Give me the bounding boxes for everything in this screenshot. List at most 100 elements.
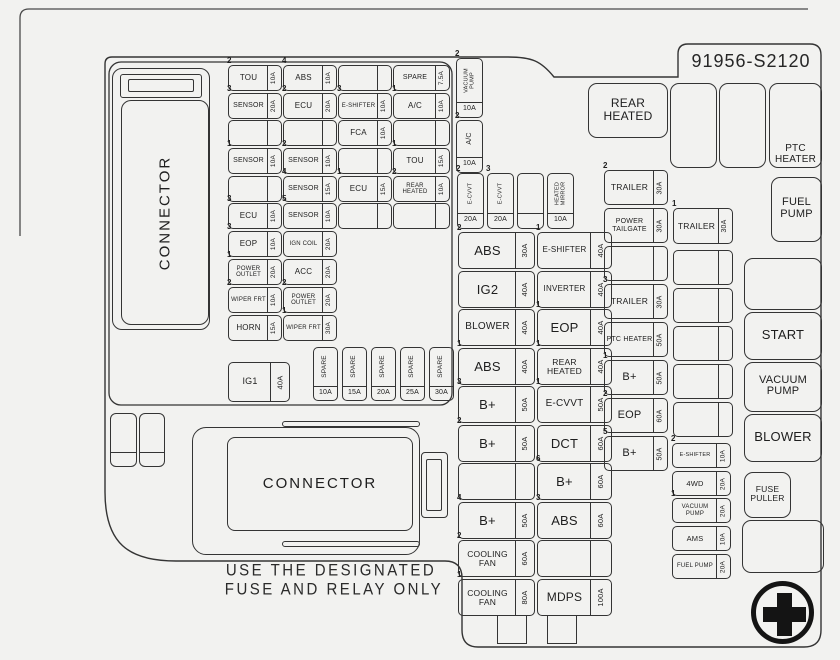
connector-bottom-latch [421,452,448,518]
fuse-label: TRAILER [677,220,716,231]
fuse-label: BLOWER [754,429,812,445]
fuse-amp: 10A [324,71,332,85]
vertical-text-wrap: 50A [515,426,534,461]
fuse-amp: SPARE [437,355,445,378]
fuse-label: SENSOR [288,157,319,165]
vertical-text-wrap: 7.5A [435,66,449,90]
fuse-label: ABS [551,512,578,528]
outer-boundary [104,43,822,648]
fuse-empty [338,203,392,229]
fuse-number-marker: 2 [456,164,461,173]
fuse-empty [673,250,733,285]
fuse-label: FUSE PULLER [750,484,785,503]
vertical-text-wrap: 10A [267,204,281,228]
fuse-amp: SPARE [350,355,358,378]
fuse-label: BLOWER [465,321,510,333]
fuse-number-marker: 2 [603,389,608,398]
warning-line-2: FUSE AND RELAY ONLY [224,579,444,600]
vertical-text-wrap: 10A [267,232,281,256]
fuse-label: POWER OUTLET [236,265,261,278]
vertical-text-wrap: 20A [322,260,336,284]
fuse-amp: 10A [379,99,387,113]
fuse-label: B+ [479,512,496,528]
fuse-amp: 7.5A [437,70,445,86]
fuse-number-marker: 1 [536,377,541,386]
fuse-number-marker: 3 [227,222,232,231]
connector-bottom-outer [192,427,420,555]
fuse-amp: 30A [324,321,332,335]
fuse-bplus: B+ 50A 4 [457,494,535,539]
fuse-number-marker: 3 [603,275,608,284]
fuse-ign-coil: IGN COIL 20A [283,231,337,257]
fuse-label: B+ [479,396,496,412]
fuse-amp: 20A [324,237,332,251]
fuse-amp: 20A [718,477,726,490]
fuse-empty [517,173,544,229]
connector-bottom-top-trim [282,421,420,427]
fuse-label: IG2 [476,281,499,297]
fuse-amp: 80A [519,590,529,605]
fuse-empty [537,540,612,577]
connector-top-outer [112,68,210,330]
vertical-text-wrap: 30A [515,233,534,268]
fuse-label: IGN COIL [289,240,318,247]
fuse-label: FUEL PUMP [780,196,813,220]
vertical-text-wrap: 30A [718,209,732,243]
fuse-label: TRAILER [610,296,649,307]
vertical-text-wrap: 15A [267,316,281,340]
small-box-right [139,413,165,467]
fuse-label: B+ [479,435,496,451]
vertical-text-wrap: 30A [653,285,667,318]
fuse-label: POWER OUTLET [291,293,316,306]
vertical-text-wrap: 10A [322,66,336,90]
fuse-amp: 20A [324,99,332,113]
vertical-text-wrap: 15A [377,177,391,201]
fuse-number-marker: 4 [457,493,462,502]
fuse-number-marker: 4 [282,167,287,176]
fuse-amp: 10A [269,71,277,85]
fuse-amp: 20A [324,293,332,307]
fuse-number-marker: 1 [536,223,541,232]
fuse-amp: HEATED MIRROR [553,181,566,205]
vertical-text-wrap: SPARE [314,348,337,385]
vertical-text-wrap: 10A [716,444,730,467]
vertical-text-wrap: 50A [515,503,534,538]
fuse-label: PTC HEATER [606,335,653,343]
vertical-text-wrap: 10A [322,204,336,228]
fuse-number-marker: 2 [392,167,397,176]
vertical-text-wrap: 10A [322,149,336,173]
fuse-empty [338,65,392,91]
vertical-text-wrap: 60A [653,399,667,432]
fuse-number-marker: 2 [227,56,232,65]
vertical-text-wrap: 50A [653,361,667,394]
fuse-empty [228,176,282,202]
fuse-amp: SPARE [408,355,416,378]
fuse-empty [673,288,733,323]
vertical-text-wrap: 40A [515,349,534,384]
fuse-heated-mirror: HEATED MIRROR 10A [547,173,574,229]
fuse-amp: 20A [324,265,332,279]
fuse-number-marker: 1 [671,489,676,498]
fuse-label: 10A [553,216,568,224]
fuse-number-marker: 2 [457,223,462,232]
fuse-label: 20A [493,216,508,224]
fuse-empty [393,120,450,146]
fuse-number-marker: 3 [227,84,232,93]
